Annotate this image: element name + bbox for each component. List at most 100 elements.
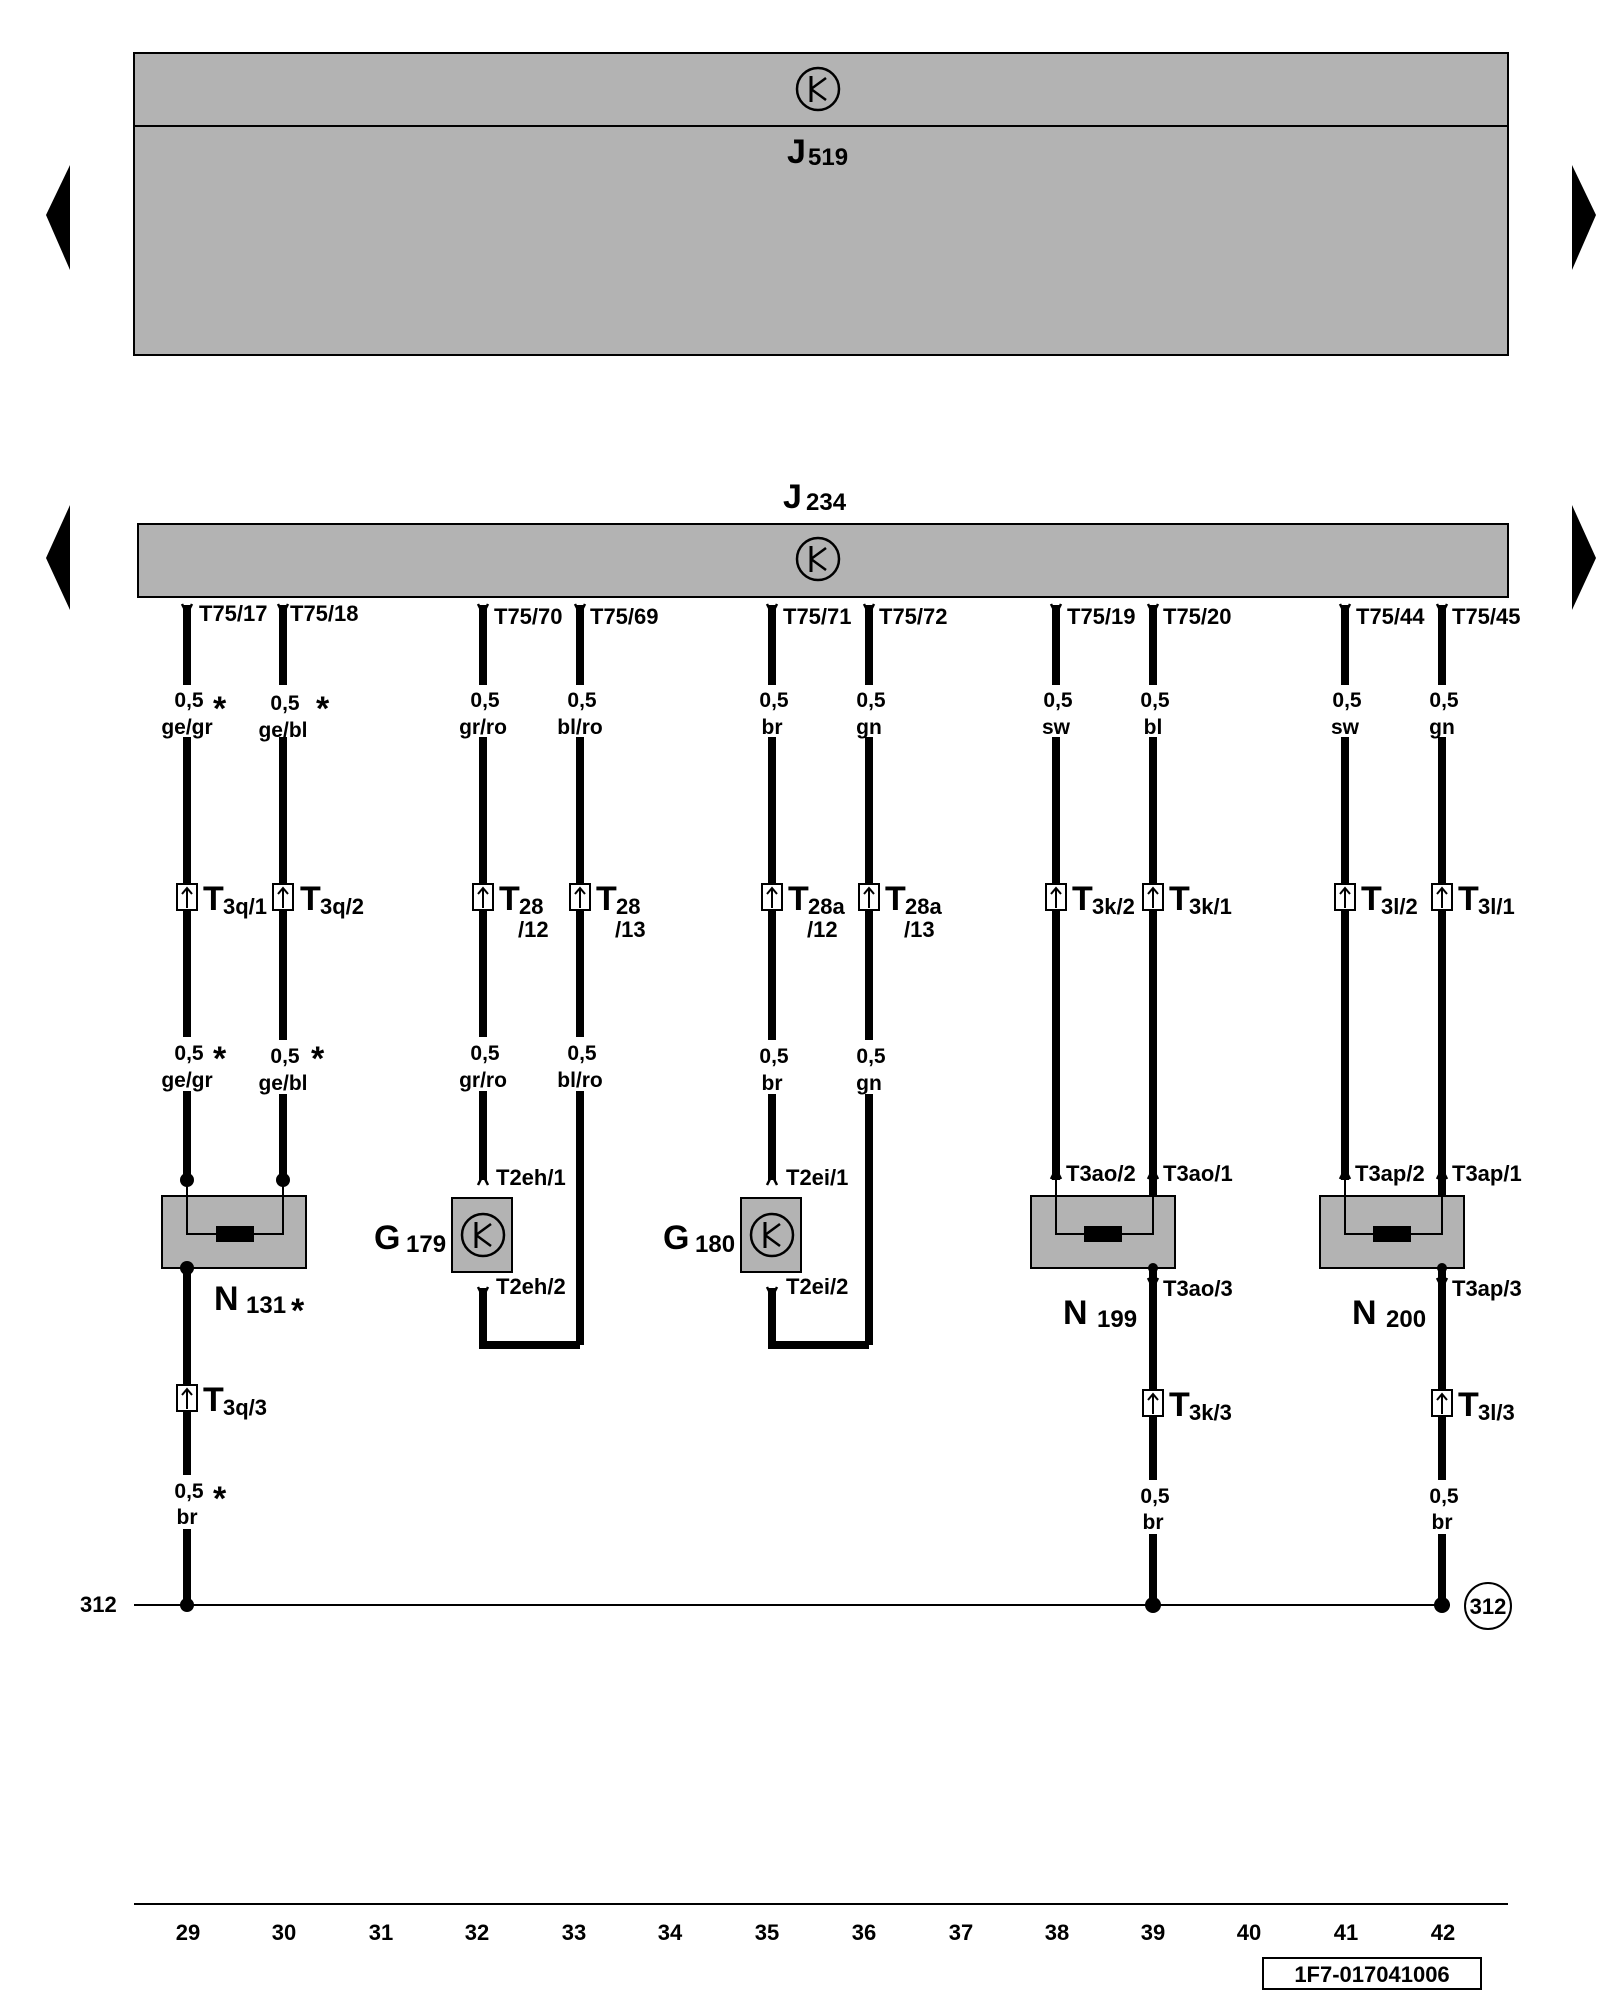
wire-color: gn — [856, 716, 882, 739]
pin-label: T3ao/3 — [1163, 1276, 1233, 1301]
wire-size: 0,5 — [567, 1042, 597, 1065]
column-number: 31 — [369, 1920, 393, 1945]
pin-label: T75/44 — [1356, 604, 1425, 629]
column-number: 35 — [755, 1920, 779, 1945]
note-star: * — [291, 1292, 305, 1330]
note-star: * — [213, 1480, 227, 1518]
connector-sub: 28 — [519, 894, 543, 919]
sensor-g180: T2ei/1 T2ei/2 G 180 — [663, 1165, 848, 1300]
ecu-symbol-icon — [795, 66, 841, 112]
sensor-symbol-icon — [460, 1212, 506, 1258]
control-unit-j234: J 234 — [137, 478, 1509, 598]
column-number: 40 — [1237, 1920, 1261, 1945]
wire-color: gr/ro — [459, 716, 507, 739]
valve-n131: N 131 * — [161, 1173, 307, 1330]
j519-sub: 519 — [808, 144, 848, 171]
ground-label: 312 — [80, 1592, 117, 1617]
wire-size: 0,5 — [1140, 689, 1170, 712]
connector-sub: 28 — [616, 894, 640, 919]
wire-color: gn — [1429, 716, 1455, 739]
prev-page-arrow-icon-2[interactable] — [46, 505, 70, 610]
connector-sub: 28a — [905, 894, 942, 919]
pin-label: T75/72 — [879, 604, 948, 629]
connector-label: T — [1169, 1386, 1190, 1424]
ecu-symbol-icon-2 — [795, 536, 841, 582]
connector-label: T — [300, 880, 321, 918]
pin-label: T2eh/2 — [496, 1274, 566, 1299]
bottom-wire-labels: 0,5 br * 0,5 br 0,5 br — [165, 1475, 1462, 1534]
wire-color: sw — [1042, 716, 1071, 739]
j234-sub: 234 — [806, 489, 847, 516]
valve-n199: T3ao/2 T3ao/1 T3ao/3 N 199 — [1030, 1161, 1233, 1333]
wire-color: bl/ro — [557, 1069, 603, 1092]
pin-label: T75/18 — [290, 601, 359, 626]
valve-coil-icon — [1373, 1226, 1411, 1242]
column-number: 33 — [562, 1920, 586, 1945]
wire-size: 0,5 — [1140, 1485, 1170, 1508]
column-number: 34 — [658, 1920, 683, 1945]
wire-color: br — [1432, 1511, 1453, 1534]
n131-label: N — [214, 1280, 239, 1318]
connector-label: T — [885, 880, 906, 918]
ground-reference-label: 312 — [1470, 1594, 1507, 1619]
ground-reference-icon[interactable] — [1464, 1582, 1512, 1630]
n131-sub: 131 — [246, 1292, 286, 1319]
g180-sub: 180 — [695, 1231, 735, 1258]
sensor-symbol-icon — [749, 1212, 795, 1258]
connector-sub2: /13 — [904, 917, 935, 942]
column-number: 39 — [1141, 1920, 1165, 1945]
connector-label: T — [203, 1381, 224, 1419]
column-number: 30 — [272, 1920, 296, 1945]
valve-n200: T3ap/2 T3ap/1 T3ap/3 N 200 — [1319, 1161, 1522, 1333]
pin-label: T3ap/2 — [1355, 1161, 1425, 1186]
wire-color: br — [762, 716, 783, 739]
document-code-text: 1F7-017041006 — [1294, 1962, 1449, 1987]
n200-sub: 200 — [1386, 1306, 1426, 1333]
wire-size: 0,5 — [470, 1042, 500, 1065]
connector-label: T — [1458, 880, 1479, 918]
connector-label: T — [1072, 880, 1093, 918]
upper-wire-labels: 0,5 ge/gr * 0,5 ge/bl * 0,5 gr/ro 0,5 bl… — [161, 685, 1462, 742]
connector-sub: 3k/2 — [1092, 894, 1135, 919]
n199-sub: 199 — [1097, 1306, 1137, 1333]
column-number: 37 — [949, 1920, 973, 1945]
wire-color: bl — [1144, 716, 1163, 739]
wire-size: 0,5 — [270, 692, 300, 715]
g180-label: G — [663, 1219, 689, 1257]
connector-sub: 3q/1 — [223, 894, 267, 919]
wires — [183, 605, 1446, 1605]
wire-size: 0,5 — [174, 689, 204, 712]
connector-label: T — [203, 880, 224, 918]
pin-label: T2ei/2 — [786, 1274, 848, 1299]
wire-color: bl/ro — [557, 716, 603, 739]
column-number: 32 — [465, 1920, 489, 1945]
connector-sub: 28a — [808, 894, 845, 919]
n200-label: N — [1352, 1294, 1377, 1332]
wire-size: 0,5 — [470, 689, 500, 712]
pin-label: T2ei/1 — [786, 1165, 848, 1190]
wire-size: 0,5 — [174, 1042, 204, 1065]
note-star: * — [316, 690, 330, 728]
j234-label: J — [783, 478, 802, 516]
g179-label: G — [374, 1219, 400, 1257]
ground-connection-312: 312 312 — [80, 1582, 1512, 1630]
prev-page-arrow-icon[interactable] — [46, 165, 70, 270]
pin-label: T75/20 — [1163, 604, 1232, 629]
connector-label: T — [596, 880, 617, 918]
wire-color: ge/bl — [258, 1072, 307, 1095]
sensor-g179: T2eh/1 T2eh/2 G 179 — [374, 1165, 566, 1300]
pin-label: T75/45 — [1452, 604, 1521, 629]
next-page-arrow-icon[interactable] — [1572, 165, 1596, 270]
wire-size: 0,5 — [759, 689, 789, 712]
pin-label: T3ap/3 — [1452, 1276, 1522, 1301]
wire-color: br — [762, 1072, 783, 1095]
wire-size: 0,5 — [856, 1045, 886, 1068]
connector-sub: 3q/3 — [223, 1395, 267, 1420]
pin-label: T75/71 — [783, 604, 852, 629]
column-number: 29 — [176, 1920, 200, 1945]
pin-label: T75/70 — [494, 604, 563, 629]
next-page-arrow-icon-2[interactable] — [1572, 505, 1596, 610]
g179-sub: 179 — [406, 1231, 446, 1258]
connector-label: T — [499, 880, 520, 918]
